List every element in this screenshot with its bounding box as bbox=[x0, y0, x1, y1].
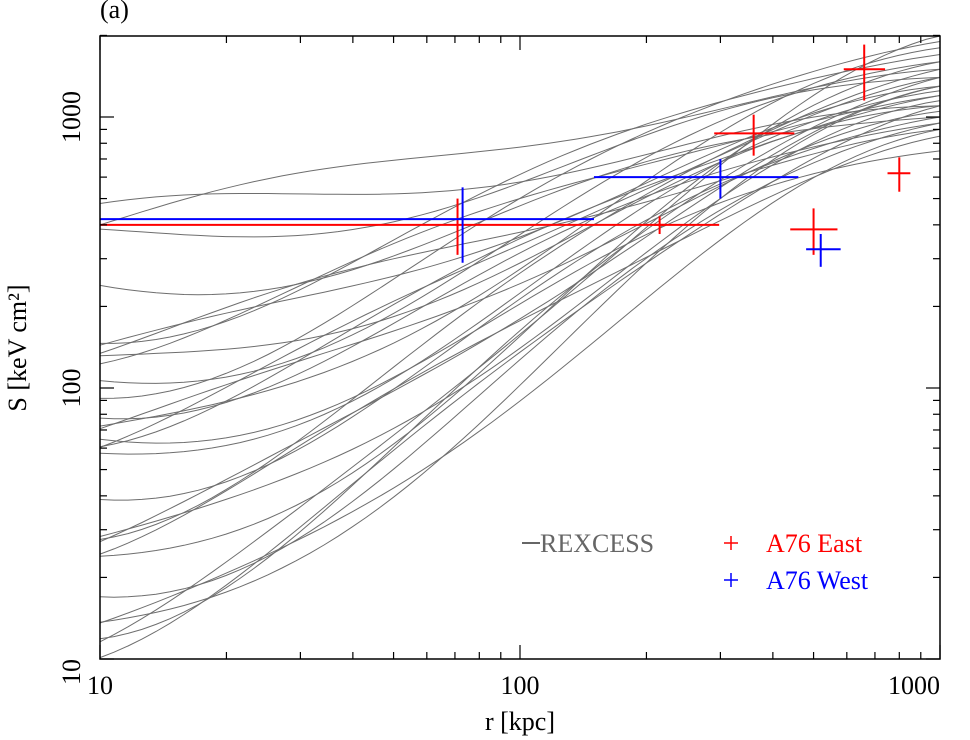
errorbar-point bbox=[790, 208, 838, 255]
legend-east-label: A76 East bbox=[766, 529, 863, 558]
errorbar-point bbox=[887, 157, 911, 192]
errorbar-point bbox=[653, 216, 666, 235]
x-tick-label-10: 10 bbox=[87, 671, 113, 700]
rexcess-curve bbox=[99, 135, 941, 555]
y-tick-label-10: 10 bbox=[57, 659, 86, 685]
rexcess-curve bbox=[99, 76, 941, 448]
legend-rexcess-label: REXCESS bbox=[540, 529, 654, 558]
errorbar-point bbox=[593, 158, 799, 199]
rexcess-curve bbox=[99, 61, 941, 557]
x-tick-label-100: 100 bbox=[501, 671, 540, 700]
legend-east-marker bbox=[724, 536, 738, 550]
y-axis-label: S [keV cm²] bbox=[3, 284, 32, 411]
y-tick-label-100: 100 bbox=[57, 369, 86, 408]
rexcess-curves bbox=[99, 35, 941, 659]
rexcess-curve bbox=[99, 35, 941, 643]
rexcess-curve bbox=[99, 47, 941, 427]
rexcess-curve bbox=[99, 95, 941, 448]
legend-west-label: A76 West bbox=[766, 566, 869, 595]
errorbar-point bbox=[100, 187, 594, 263]
rexcess-curve bbox=[99, 85, 941, 543]
errorbar-point bbox=[806, 234, 841, 267]
rexcess-curve bbox=[99, 61, 941, 384]
rexcess-curve bbox=[99, 105, 941, 659]
rexcess-curve bbox=[99, 122, 941, 420]
error-bars bbox=[100, 44, 911, 267]
x-axis-label: r [kpc] bbox=[485, 707, 555, 736]
axis-ticks bbox=[99, 34, 941, 660]
rexcess-curve bbox=[99, 76, 941, 238]
rexcess-curve bbox=[99, 122, 941, 598]
legend-west-marker bbox=[724, 573, 738, 587]
rexcess-curve bbox=[99, 128, 941, 354]
legend: REXCESS A76 East A76 West bbox=[522, 529, 869, 595]
rexcess-curve bbox=[99, 41, 941, 399]
rexcess-curve bbox=[99, 76, 941, 640]
errorbar-point bbox=[843, 44, 886, 101]
rexcess-curve bbox=[99, 68, 941, 226]
errorbar-point bbox=[714, 114, 795, 156]
rexcess-curve bbox=[99, 100, 941, 537]
rexcess-curve bbox=[99, 68, 941, 540]
rexcess-curve bbox=[99, 105, 941, 204]
rexcess-curve bbox=[99, 128, 941, 624]
rexcess-curve bbox=[99, 116, 941, 296]
panel-label: (a) bbox=[100, 0, 129, 24]
rexcess-curve bbox=[99, 90, 941, 455]
errorbar-point bbox=[100, 198, 720, 255]
x-tick-label-1000: 1000 bbox=[888, 671, 940, 700]
rexcess-curve bbox=[100, 54, 941, 344]
y-tick-label-1000: 1000 bbox=[57, 91, 86, 143]
rexcess-curve bbox=[99, 150, 941, 444]
rexcess-curve bbox=[99, 116, 941, 501]
rexcess-curve bbox=[99, 110, 941, 430]
rexcess-curve bbox=[99, 85, 941, 623]
